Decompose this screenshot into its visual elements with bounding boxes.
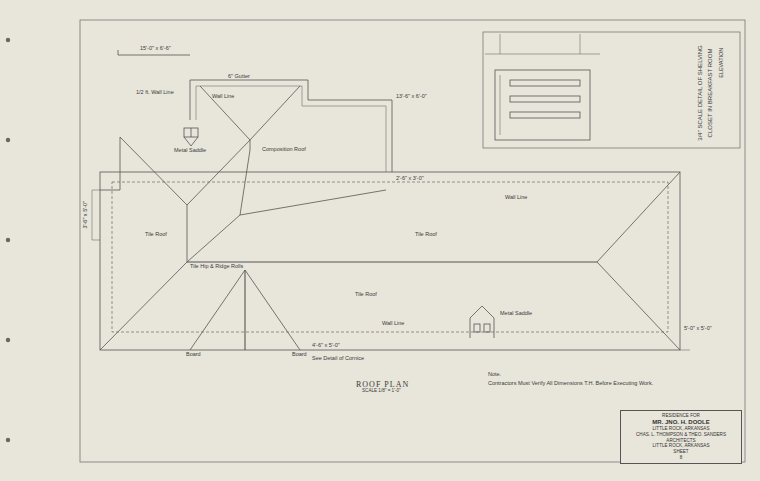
detail-label: 3/4" SCALE DETAIL OF SHELVING <box>697 45 703 140</box>
roof-annotation: Metal Saddle <box>174 148 206 154</box>
roof-annotation: Board <box>292 352 307 358</box>
roof-annotation: 3'-6" x 5'-0" <box>83 201 89 229</box>
roof-annotation: Wall Line <box>505 195 527 201</box>
roof-annotation: Metal Saddle <box>500 311 532 317</box>
roof-annotation: 6" Gutter <box>228 74 250 80</box>
roof-annotation: Tile Roof <box>145 232 167 238</box>
roof-annotation: Wall Line <box>382 321 404 327</box>
title-text: 8 <box>624 455 738 461</box>
title-text: LITTLE ROCK, ARKANSAS <box>624 443 738 449</box>
title-text: RESIDENCE FOR <box>624 413 738 419</box>
roof-annotation: Composition Roof <box>262 147 306 153</box>
detail-label: ELEVATION <box>719 48 725 78</box>
roof-annotation: Note. <box>488 372 501 378</box>
drawing-title: ROOF PLAN <box>356 381 409 389</box>
title-text: CHAS. L. THOMPSON & THEO. SANDERS <box>624 432 738 438</box>
title-text: LITTLE ROCK, ARKANSAS <box>624 426 738 432</box>
roof-annotation: 4'-6" x 5'-0" <box>312 343 340 349</box>
title-block: RESIDENCE FORMR. JNO. H. DOOLELITTLE ROC… <box>620 410 742 464</box>
roof-annotation: 5'-0" x 5'-0" <box>684 326 712 332</box>
title-text: MR. JNO. H. DOOLE <box>624 419 738 427</box>
detail-label: CLOSET IN BREAKFAST ROOM <box>707 49 713 138</box>
roof-annotation: 15'-0" x 6'-6" <box>140 46 171 52</box>
roof-annotation: See Detail of Cornice <box>312 356 364 362</box>
roof-annotation: Tile Hip & Ridge Rolls <box>190 264 243 270</box>
roof-annotation: 13'-6" x 6'-0" <box>396 94 427 100</box>
roof-annotation: Tile Roof <box>415 232 437 238</box>
roof-annotation: Board <box>186 352 201 358</box>
title-text: SHEET <box>624 449 738 455</box>
roof-annotation: SCALE 1/8" = 1'-0" <box>362 389 401 394</box>
roof-annotation: 2'-6" x 3'-0" <box>396 176 424 182</box>
roof-annotation: Contractors Must Verify All Dimensions T… <box>488 381 653 387</box>
roof-annotation: Wall Line <box>212 94 234 100</box>
roof-annotation: 1/2 ft. Wall Line <box>136 90 174 96</box>
title-text: ARCHITECTS <box>624 438 738 444</box>
roof-annotation: Tile Roof <box>355 292 377 298</box>
